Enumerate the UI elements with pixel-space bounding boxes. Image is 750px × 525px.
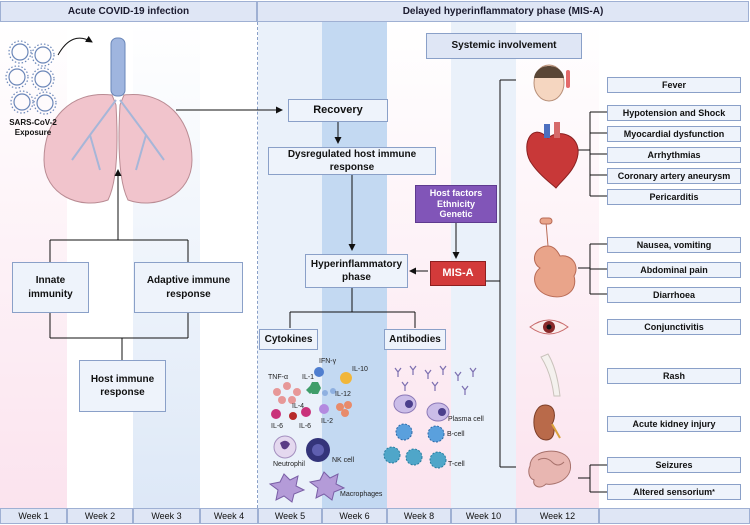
adaptive-immune-response-box: Adaptive immune response [134, 262, 243, 313]
exposure-line-2: Exposure [14, 128, 52, 138]
week-4: Week 4 [200, 508, 258, 524]
symptom-abdominal-pain: Abdominal pain [607, 262, 741, 278]
symptom-conjunctivitis: Conjunctivitis [607, 319, 741, 335]
antibodies-box: Antibodies [384, 329, 446, 350]
adaptive-line-1: Adaptive immune [146, 275, 231, 286]
week-12: Week 12 [516, 508, 599, 524]
macrophage-icon [268, 471, 346, 503]
symptom-altered-sensorium: Altered sensorium* [607, 484, 741, 500]
altered-sensorium-text: Altered sensorium [633, 487, 713, 497]
virus-icon [5, 40, 57, 115]
exposure-line-1: SARS-CoV-2 [9, 118, 57, 127]
symptom-nausea-vomiting: Nausea, vomiting [607, 237, 741, 253]
week-6: Week 6 [322, 508, 387, 524]
skin-rash-icon [540, 353, 561, 397]
symptom-myocardial-dysfunction: Myocardial dysfunction [607, 126, 741, 142]
week-2: Week 2 [67, 508, 133, 524]
host-line-2: response [100, 387, 145, 398]
cytokine-molecules-icon [271, 367, 352, 420]
il-4-label: IL-4 [292, 403, 305, 410]
hyper-line-2: phase [342, 272, 371, 283]
plasma-cell-label: Plasma cell [448, 416, 484, 423]
brain-icon [528, 450, 572, 488]
t-cell-label: T-cell [448, 461, 465, 468]
week-axis-end [599, 508, 750, 524]
week-3: Week 3 [133, 508, 200, 524]
header-delayed-phase: Delayed hyperinflammatory phase (MIS-A) [257, 1, 749, 22]
t-cell-icon [383, 446, 447, 469]
symptom-arrhythmias: Arrhythmias [607, 147, 741, 163]
il-12-label: IL-12 [335, 391, 351, 398]
host-immune-response-box: Host immune response [79, 360, 166, 412]
il-6-second-label: IL-6 [299, 423, 312, 430]
tnf-alpha-label: TNF-α [268, 374, 288, 381]
dysregulated-response-box: Dysregulated host immune response [268, 147, 436, 175]
mis-a-box: MIS-A [430, 261, 486, 286]
adaptive-line-2: response [166, 288, 211, 300]
phase-divider [257, 22, 258, 508]
systemic-involvement-label: Systemic involvement [426, 33, 582, 59]
symptom-acute-kidney-injury: Acute kidney injury [607, 416, 741, 432]
b-cell-label: B-cell [447, 431, 465, 438]
ifn-gamma-label: IFN-γ [319, 358, 337, 365]
eye-icon [529, 319, 569, 335]
innate-immunity-box: Innate immunity [12, 262, 89, 313]
il-6-label: IL-6 [271, 423, 284, 430]
macrophages-label: Macrophages [340, 491, 383, 498]
neutrophil-label: Neutrophil [273, 461, 305, 468]
header-acute-infection: Acute COVID-19 infection [0, 1, 257, 22]
symptom-diarrhoea: Diarrhoea [607, 287, 741, 303]
symptom-pericarditis: Pericarditis [607, 189, 741, 205]
hyperinflammatory-phase-box: Hyperinflammatory phase [305, 254, 408, 288]
host-line-1: Host immune [90, 373, 155, 385]
neutrophil-icon [273, 435, 297, 459]
week-8: Week 8 [387, 508, 451, 524]
symptom-coronary-aneurysm: Coronary artery aneurysm [607, 168, 741, 184]
kidney-icon [533, 404, 561, 441]
week-1: Week 1 [0, 508, 67, 524]
lungs-icon [43, 37, 193, 204]
week-5: Week 5 [258, 508, 322, 524]
week-10: Week 10 [451, 508, 516, 524]
hyper-line-1: Hyperinflammatory [310, 258, 403, 270]
antibody-molecules-icon [394, 365, 477, 395]
symptom-rash: Rash [607, 368, 741, 384]
host-factors-box: Host factors Ethnicity Genetic [415, 185, 497, 223]
b-cell-icon [395, 423, 445, 443]
cytokines-box: Cytokines [259, 329, 318, 350]
recovery-box: Recovery [288, 99, 388, 122]
head-thermometer-icon [533, 64, 570, 102]
sars-cov-2-exposure-label: SARS-CoV-2 Exposure [2, 118, 64, 139]
il-2-label: IL-2 [321, 418, 334, 425]
heart-icon [526, 122, 579, 189]
il-1-label: IL-1 [302, 374, 315, 381]
symptom-seizures: Seizures [607, 457, 741, 473]
nk-cell-label: NK cell [332, 457, 355, 464]
host-factors-line-3: Genetic [439, 209, 473, 220]
symptom-hypotension-shock: Hypotension and Shock [607, 105, 741, 121]
nk-cell-icon [306, 438, 330, 462]
digestive-tract-icon [533, 217, 577, 298]
symptom-fever: Fever [607, 77, 741, 93]
host-factors-line-1: Host factors [429, 187, 483, 198]
host-factors-line-2: Ethnicity [436, 198, 475, 209]
il-10-label: IL-10 [352, 366, 368, 373]
plasma-cell-icon [393, 394, 450, 422]
altered-sensorium-asterisk: * [712, 488, 715, 496]
